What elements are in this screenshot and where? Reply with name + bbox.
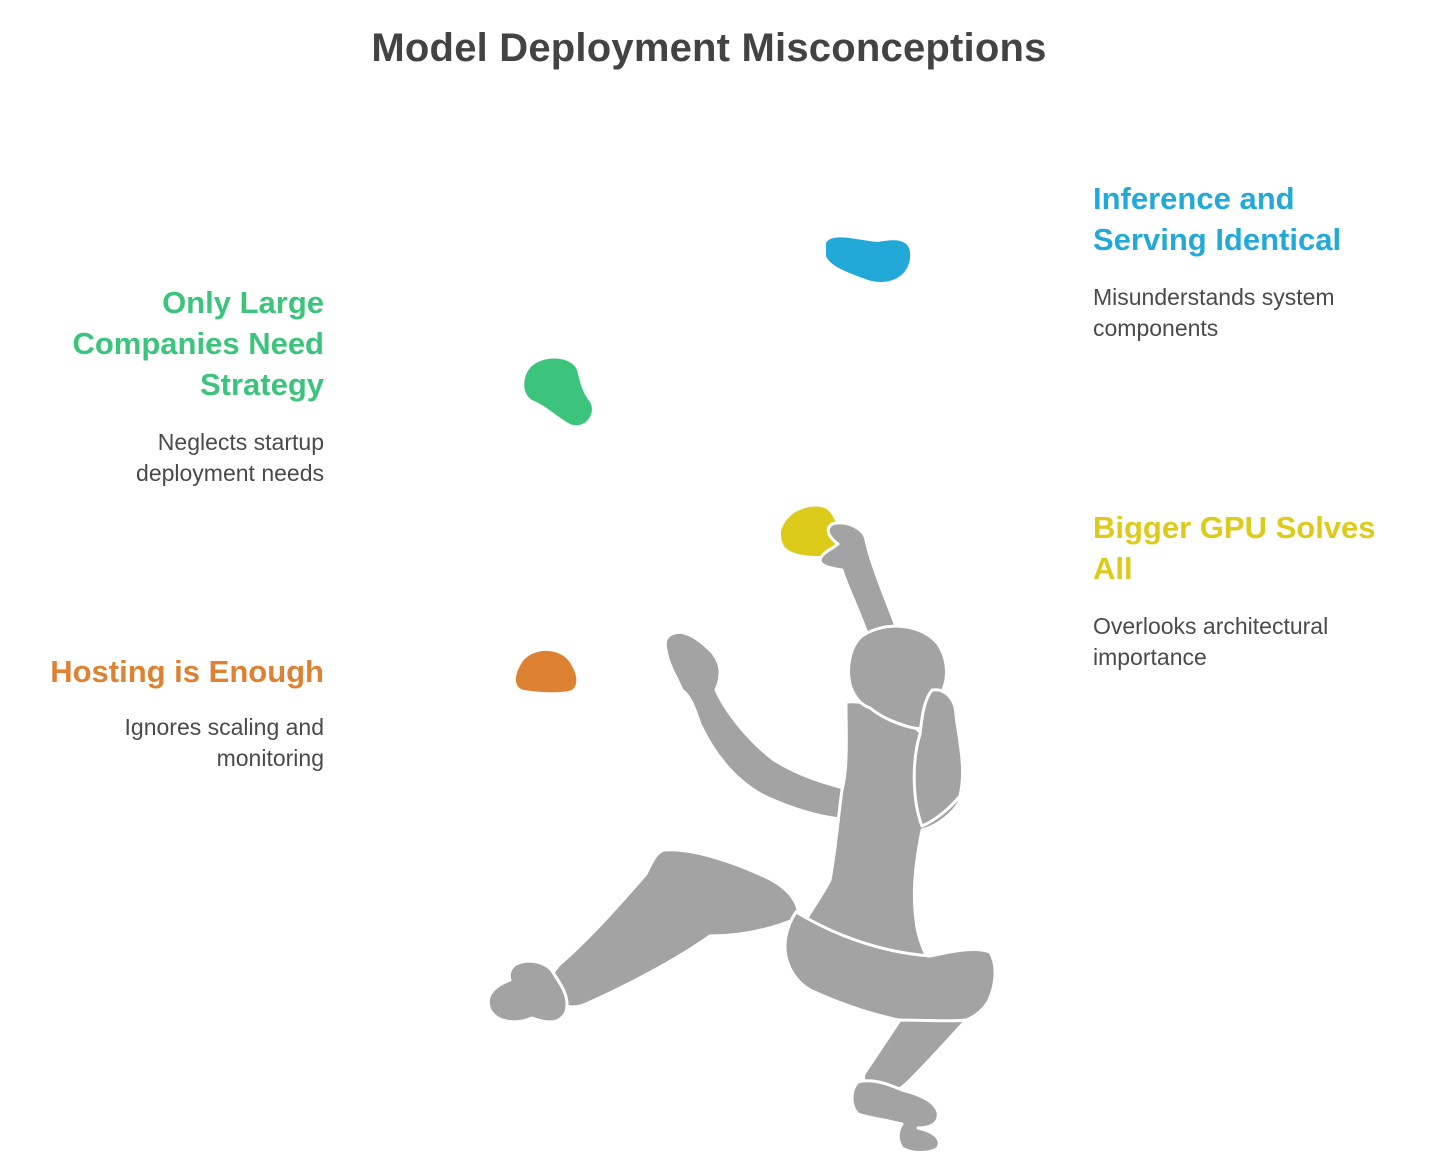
- description-line: Overlooks architectural: [1093, 613, 1329, 639]
- page-title: Model Deployment Misconceptions: [371, 26, 1047, 70]
- misconception-heading: Bigger GPU Solves All: [1093, 507, 1403, 589]
- hold-green-icon: [524, 358, 592, 426]
- misconception-strategy: Only Large Companies Need Strategy Negle…: [24, 282, 324, 489]
- description-line: deployment needs: [136, 460, 324, 486]
- heading-line: Only Large: [162, 285, 324, 320]
- description-line: Misunderstands system: [1093, 284, 1335, 310]
- heading-line: Companies Need: [72, 326, 324, 361]
- misconception-gpu: Bigger GPU Solves All Overlooks architec…: [1093, 507, 1403, 673]
- heading-line: Bigger GPU Solves: [1093, 510, 1376, 545]
- misconception-description: Misunderstands system components: [1093, 282, 1403, 344]
- hold-yellow-icon: [780, 506, 843, 557]
- heading-line: Inference and: [1093, 181, 1295, 216]
- hold-orange-icon: [515, 650, 577, 693]
- misconception-inference: Inference and Serving Identical Misunder…: [1093, 178, 1403, 344]
- climber-icon: [486, 521, 997, 1154]
- heading-line: Strategy: [199, 367, 324, 402]
- description-line: Ignores scaling and: [124, 714, 324, 740]
- misconception-description: Neglects startup deployment needs: [24, 427, 324, 489]
- misconception-description: Ignores scaling and monitoring: [24, 712, 324, 774]
- misconception-heading: Inference and Serving Identical: [1093, 178, 1403, 260]
- misconception-heading: Only Large Companies Need Strategy: [24, 282, 324, 405]
- description-line: Neglects startup: [157, 429, 324, 455]
- misconception-hosting: Hosting is Enough Ignores scaling and mo…: [24, 651, 324, 774]
- heading-line: All: [1093, 551, 1133, 586]
- hold-blue-icon: [826, 237, 911, 282]
- heading-line: Serving Identical: [1093, 222, 1342, 257]
- description-line: components: [1093, 315, 1219, 341]
- misconception-description: Overlooks architectural importance: [1093, 611, 1403, 673]
- misconception-heading: Hosting is Enough: [24, 651, 324, 692]
- description-line: importance: [1093, 644, 1207, 670]
- heading-line: Hosting is Enough: [50, 654, 324, 689]
- description-line: monitoring: [216, 745, 324, 771]
